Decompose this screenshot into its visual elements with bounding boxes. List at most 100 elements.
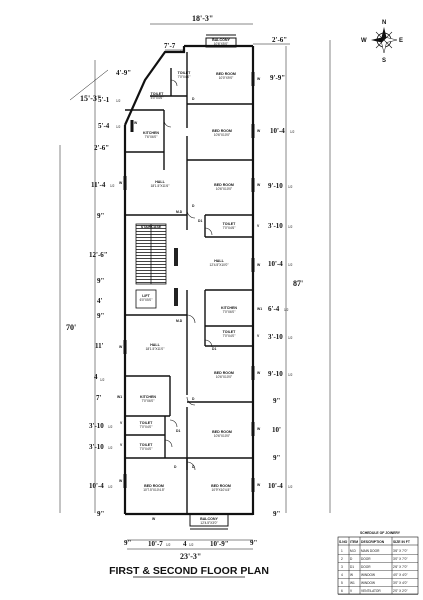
room-bedroom-6-name: BED ROOM	[144, 484, 164, 488]
dim-left-wing: 15'-3"	[80, 94, 101, 103]
dim-bottom-overall: 23'-3"	[180, 552, 201, 561]
room-toilet-2-size: 5'0"X4'6"	[151, 96, 164, 100]
dim-right-9-9: 9'-9"	[270, 74, 285, 82]
dim-right-9-10a-frac: 1/2	[288, 185, 293, 189]
dim-bottom-9a: 9"	[124, 539, 132, 547]
room-balcony-bottom-name: BALCONY	[200, 517, 218, 521]
room-bedroom-3-size: 10'6"X10'0"	[216, 187, 232, 191]
schedule-title: SCHEDULE OF JOINERY	[360, 531, 401, 535]
door-swings	[163, 79, 213, 471]
dim-right-overall: 87'	[293, 279, 303, 288]
dim-right-10-4a: 10'-4	[270, 127, 285, 135]
room-balcony-bottom-size: 12'4.5"X3'0"	[200, 521, 217, 525]
room-lift-name: LIFT	[142, 294, 150, 298]
code-d-4: D	[192, 465, 195, 469]
compass-rose-icon: N S E W	[361, 20, 403, 64]
room-kitchen-2-name: KITCHEN	[221, 306, 237, 310]
dim-left-5-4-frac: 1/2	[116, 125, 121, 129]
room-kitchen-3-name: KITCHEN	[140, 395, 156, 399]
room-bedroom-3-name: BED ROOM	[214, 183, 234, 187]
schedule-cell-item: V	[350, 589, 353, 593]
schedule-cell-item: W	[350, 573, 353, 577]
room-bedroom-1-size: 10'0"X9'0"	[219, 76, 233, 80]
room-hall-1-name: HALL	[155, 180, 165, 184]
schedule-cell-sno: 2	[341, 557, 343, 561]
schedule-header-desc: DESCRIPTION	[361, 540, 385, 544]
code-w-9: W	[119, 345, 123, 349]
dim-left-overall: 70'	[66, 323, 76, 332]
windows	[123, 72, 255, 492]
balcony-top-outline	[205, 34, 237, 48]
code-w-2: W	[257, 129, 261, 133]
dim-bottom-9b: 9"	[250, 539, 258, 547]
room-bedroom-2-name: BED ROOM	[212, 129, 232, 133]
dim-bottom-left-frac: 1/2	[166, 543, 171, 547]
schedule-cell-desc: VENTILATOR	[361, 589, 381, 593]
room-toilet-5-size: 7'0"X4'0"	[140, 425, 153, 429]
room-kitchen-3-size: 7'0"X6'0"	[142, 399, 155, 403]
room-lift-size: 6'0"X5'0"	[140, 298, 153, 302]
room-staircase-name: STAIRCASE	[141, 225, 162, 229]
dim-right-3-10a: 3'-10	[268, 222, 283, 230]
code-d1-1: D1	[198, 219, 202, 223]
dim-right-6-4-frac: 1/2	[284, 308, 289, 312]
schedule-cell-size: 2'6" X 7'0"	[393, 565, 407, 569]
room-bedroom-4-size: 10'6"X10'0"	[216, 375, 232, 379]
room-toilet-3-size: 7'0"X4'6"	[223, 226, 236, 230]
dim-bottom-mid-frac: 1/2	[189, 543, 194, 547]
schedule-cell-desc: WINDOW	[361, 573, 375, 577]
dim-right-9a: 9"	[273, 397, 281, 405]
dim-left-5-4: 5'-4	[98, 122, 110, 130]
schedule-cell-sno: 1	[341, 549, 343, 553]
compass-n: N	[382, 20, 386, 26]
code-w1-2: W1	[117, 395, 122, 399]
schedule-cell-desc: WINDOW	[361, 581, 375, 585]
dim-left-3-10b: 3'-10	[89, 443, 104, 451]
compass-w: W	[361, 38, 367, 44]
room-kitchen-1-size: 7'6"X6'0"	[145, 135, 158, 139]
room-kitchen-2-size: 7'0"X6'0"	[223, 310, 236, 314]
dim-right-9c: 9"	[273, 510, 281, 518]
schedule-cell-size: 3'0" X 7'0"	[393, 557, 407, 561]
dim-right-10-4c: 10'-4	[268, 482, 283, 490]
dim-left-10-4: 10'-4	[89, 482, 104, 490]
code-w-11: W	[134, 121, 138, 125]
dim-right-6-4: 6'-4	[268, 305, 280, 313]
schedule-cell-item: W1	[350, 581, 355, 585]
code-d-3: D	[192, 397, 195, 401]
room-kitchen-1-name: KITCHEN	[143, 131, 159, 135]
dim-left-11-4-frac: 1/2	[110, 184, 115, 188]
dim-left-4: 4'	[97, 297, 103, 305]
code-w-10: W	[119, 479, 123, 483]
room-toilet-3-name: TOILET	[223, 222, 237, 226]
room-balcony-top-size: 10'6"X5'0"	[214, 42, 228, 46]
code-d1-2: D1	[212, 347, 216, 351]
dim-bottom-right: 10'-9"	[210, 540, 229, 548]
schedule-cell-item: D	[350, 557, 353, 561]
code-w-1: W	[257, 77, 261, 81]
code-d-2: D	[192, 204, 195, 208]
dim-bottom-mid: 4	[183, 540, 187, 548]
room-hall-2-name: HALL	[214, 259, 224, 263]
dim-left-3-10a: 3'-10	[89, 422, 104, 430]
dim-left-11-4: 11'-4	[91, 181, 106, 189]
code-w-12: W	[152, 517, 156, 521]
code-d1-3: D1	[176, 429, 180, 433]
dim-left-9a: 9"	[97, 212, 105, 220]
dim-right-3-10b-frac: 1/2	[288, 336, 293, 340]
room-bedroom-5-name: BED ROOM	[212, 430, 232, 434]
room-toilet-4-name: TOILET	[223, 330, 237, 334]
schedule-cell-size: 3'0" X 4'0"	[393, 581, 407, 585]
room-bedroom-1-name: BED ROOM	[216, 72, 236, 76]
dim-left-3-10b-frac: 1/2	[108, 446, 113, 450]
schedule-cell-sno: 6	[341, 589, 343, 593]
dim-right-9-10a: 9'-10	[268, 182, 283, 190]
code-md-1: M.D	[176, 210, 183, 214]
inner-walls	[125, 52, 253, 514]
dimension-lines	[59, 23, 331, 550]
code-w-4: W	[257, 263, 261, 267]
room-toilet-6-name: TOILET	[140, 443, 154, 447]
schedule-cell-sno: 5	[341, 581, 343, 585]
room-toilet-2-name: TOILET	[151, 92, 165, 96]
compass-s: S	[382, 58, 386, 64]
